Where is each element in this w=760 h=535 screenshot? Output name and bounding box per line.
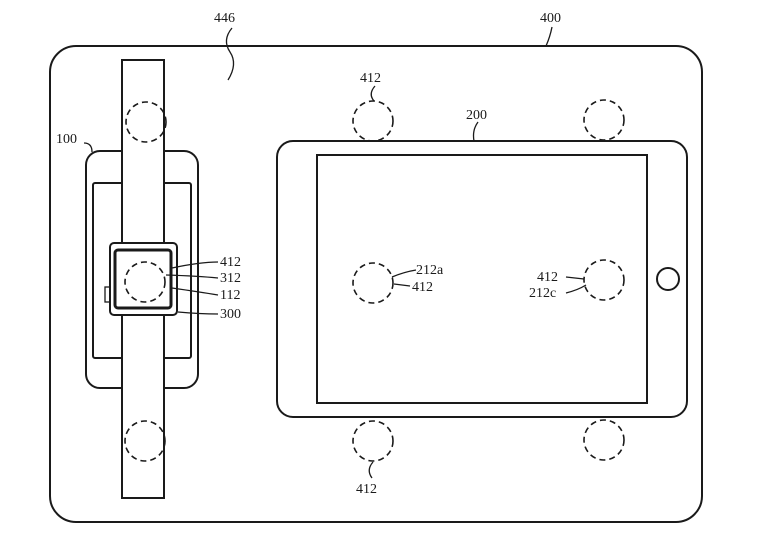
leader-212c [565, 284, 587, 294]
leader-tablet-412-c [565, 276, 585, 280]
label-tablet-412-a: 412 [412, 280, 433, 295]
leader-212a [391, 269, 417, 278]
label-100: 100 [56, 132, 77, 147]
coil-pad-bottom-right [583, 419, 625, 461]
leader-watch-300 [177, 311, 219, 315]
leader-200 [472, 121, 479, 142]
coil-watch-center [124, 261, 166, 303]
watch-screen [113, 248, 173, 310]
leader-412-bottom [368, 461, 374, 479]
leader-412-top [370, 85, 376, 102]
label-400: 400 [540, 11, 561, 26]
coil-tablet-c [583, 259, 625, 301]
coil-watch-band-bottom [124, 420, 166, 462]
label-200: 200 [466, 108, 487, 123]
coil-pad-top-left [352, 100, 394, 142]
tablet-outline [276, 140, 688, 418]
label-tablet-412-c: 412 [537, 270, 558, 285]
leader-watch-112 [171, 287, 219, 296]
leader-tablet-412-a [393, 283, 411, 287]
label-watch-312: 312 [220, 271, 241, 286]
leader-watch-412 [171, 261, 219, 269]
coil-pad-top-right [583, 99, 625, 141]
label-412-top: 412 [360, 71, 381, 86]
leader-100 [83, 142, 93, 153]
watch-crown [104, 286, 111, 303]
leader-446 [225, 27, 235, 81]
tablet-screen [316, 154, 648, 404]
label-watch-412: 412 [220, 255, 241, 270]
label-watch-112: 112 [220, 288, 240, 303]
coil-watch-band-top [125, 101, 167, 143]
watch-case [109, 242, 178, 316]
tablet-home-button [656, 267, 680, 291]
label-watch-300: 300 [220, 307, 241, 322]
label-446: 446 [214, 11, 235, 26]
label-212a: 212a [416, 263, 444, 278]
label-412-bottom: 412 [356, 482, 377, 497]
leader-watch-312 [165, 274, 219, 279]
label-212c: 212c [529, 286, 556, 301]
leader-400 [545, 26, 553, 47]
charging-pad-outline [49, 45, 703, 523]
coil-pad-bottom-left [352, 420, 394, 462]
coil-tablet-a [352, 262, 394, 304]
